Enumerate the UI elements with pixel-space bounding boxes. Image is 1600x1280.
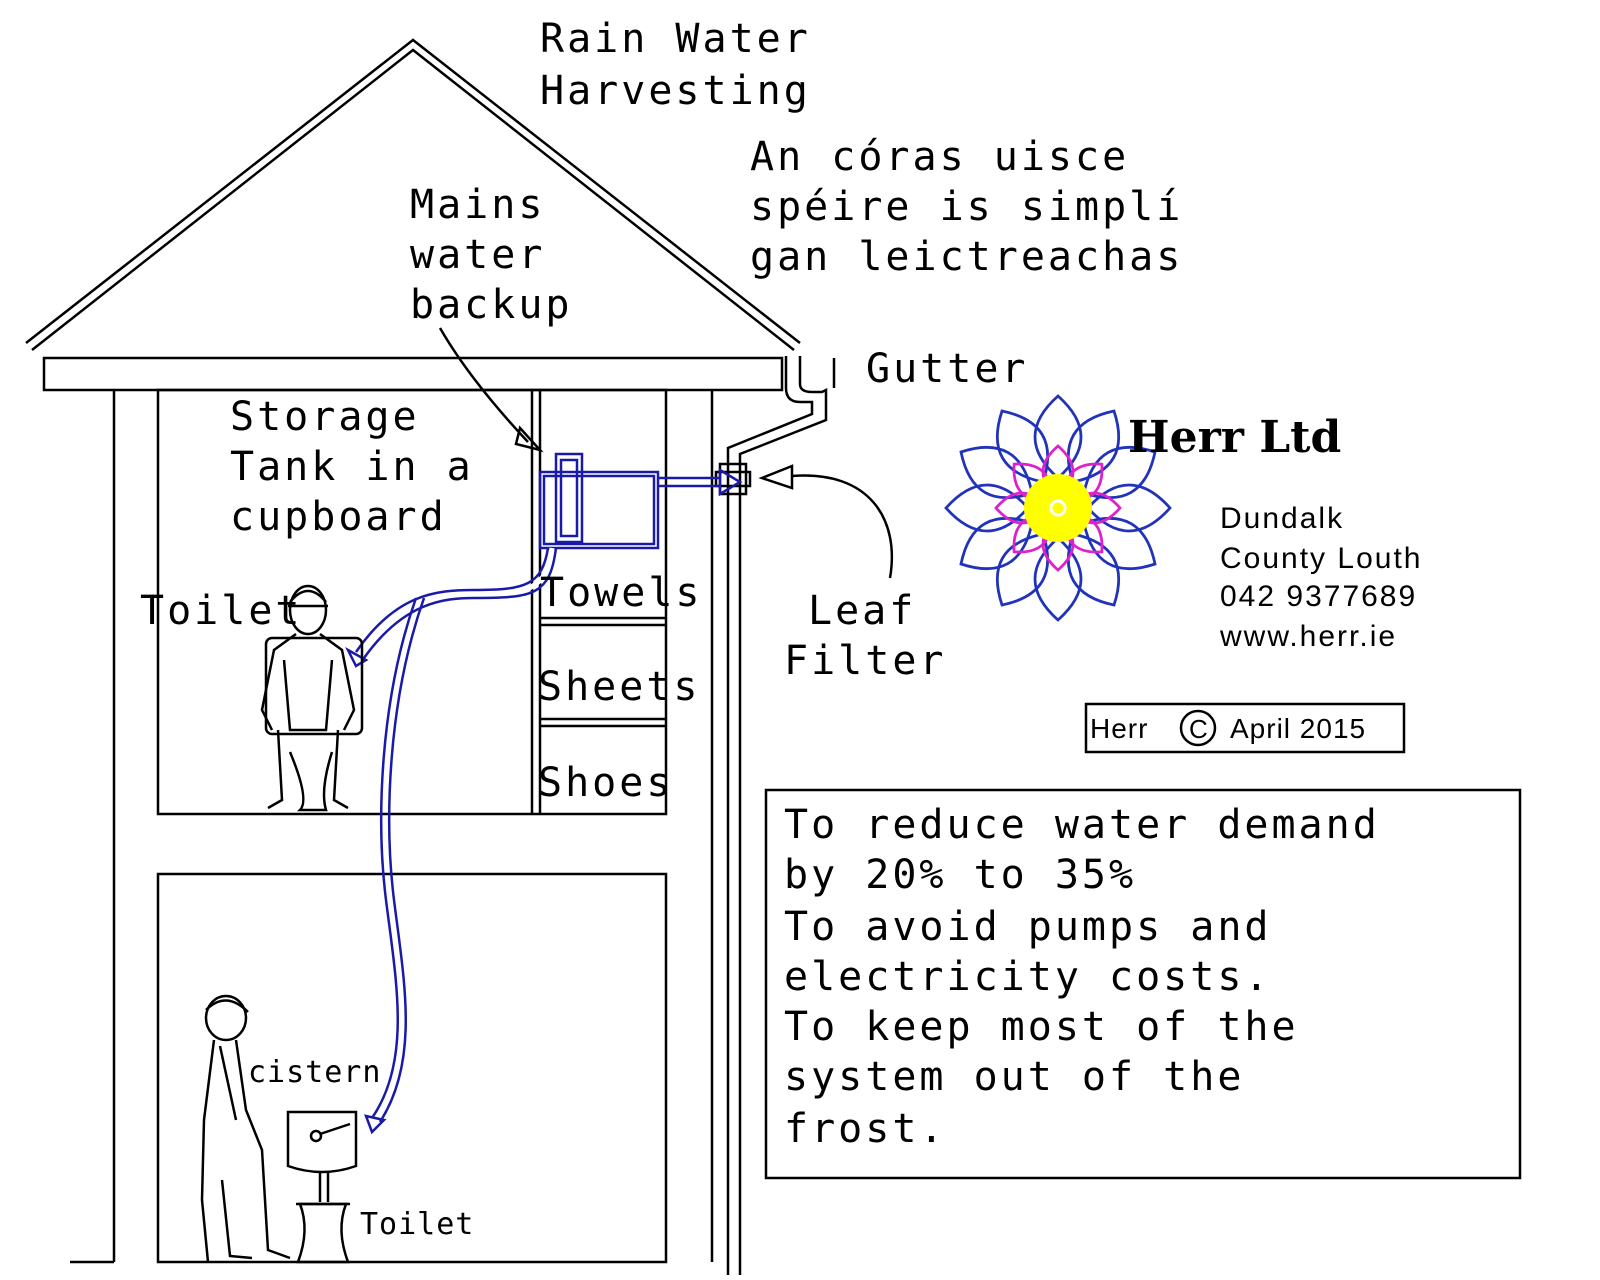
copyright-circle [1179, 709, 1217, 747]
benefit-line: To reduce water demand [784, 802, 1380, 848]
flower-outer-petal [995, 409, 1050, 484]
flower-outer-petal [995, 532, 1050, 607]
company-website: www.herr.ie [1219, 620, 1397, 653]
mains-valve [554, 452, 584, 544]
irish-note-line-2: spéire is simplí [750, 184, 1183, 230]
flower-outer-petal [1082, 516, 1157, 571]
flower-outer-petal [959, 445, 1034, 500]
benefit-line: To avoid pumps and [784, 904, 1271, 950]
storage-tank [538, 470, 660, 550]
mains-label-3: backup [410, 282, 573, 328]
copyright-symbol: C [1189, 714, 1208, 744]
flower-outer-petal [1066, 409, 1121, 484]
flower-outer-petal [1086, 483, 1172, 533]
company-address-1: Dundalk [1220, 502, 1344, 535]
shelf-label-sheets: Sheets [538, 664, 701, 710]
company-address-2: County Louth [1220, 542, 1422, 575]
toilet-upper-label: Toilet [140, 588, 303, 634]
leaf-filter-label-1: Leaf [808, 588, 916, 634]
storage-tank-system [345, 452, 743, 1135]
irish-note-line-3: gan leictreachas [750, 234, 1183, 280]
flower-center-dot [1049, 499, 1067, 517]
flower-outer-petal [1066, 532, 1121, 607]
benefit-line: To keep most of the [784, 1004, 1299, 1050]
house [25, 38, 801, 1264]
irish-note-line-1: An córas uisce [750, 134, 1129, 180]
copyright-date: April 2015 [1230, 713, 1366, 744]
company-name: Herr Ltd [1128, 412, 1341, 463]
roof [25, 38, 801, 344]
benefit-line: by 20% to 35% [784, 852, 1136, 898]
lower-toilet-person [200, 994, 358, 1264]
benefit-line: electricity costs. [784, 954, 1271, 1000]
copyright-owner: Herr [1090, 713, 1148, 744]
mains-label-1: Mains [410, 182, 545, 228]
cistern-label: cistern [248, 1055, 381, 1090]
storage-label-1: Storage [230, 394, 420, 440]
benefit-line: system out of the [784, 1054, 1244, 1100]
storage-label-2: Tank in a [230, 444, 474, 490]
gutter-label: Gutter [866, 346, 1029, 392]
flower-outer-petal [959, 516, 1034, 571]
flower-center [1024, 474, 1092, 542]
storage-label-3: cupboard [230, 494, 447, 540]
shelf-label-towels: Towels [540, 570, 703, 616]
lower-room [156, 872, 668, 1264]
leaf-filter-arrow [758, 464, 894, 579]
eaves-band [42, 356, 784, 392]
person-head [204, 994, 248, 1042]
shelf-label-shoes: Shoes [538, 760, 673, 806]
cistern-tank [286, 1110, 358, 1174]
flower-logo [944, 394, 1172, 622]
mains-arrow [438, 327, 544, 453]
upper-room [156, 388, 668, 816]
flower-outer-petal [1033, 536, 1083, 622]
benefit-line: frost. [784, 1106, 947, 1152]
upper-toilet-person [260, 584, 364, 812]
mains-label-2: water [410, 232, 545, 278]
flower-outer-petal [944, 483, 1030, 533]
benefits-box: To reduce water demand by 20% to 35% To … [764, 788, 1522, 1180]
person-head [288, 584, 328, 636]
flower-outer-petal [1033, 394, 1083, 480]
copyright-box: Herr C April 2015 [1084, 702, 1406, 754]
title-line-1: Rain Water [540, 16, 811, 62]
title-line-2: Harvesting [540, 68, 811, 114]
company-phone: 042 9377689 [1220, 580, 1417, 613]
toilet-bowl [296, 1202, 350, 1264]
toilet-lower-label: Toilet [360, 1207, 474, 1242]
leaf-filter-label-2: Filter [784, 638, 947, 684]
